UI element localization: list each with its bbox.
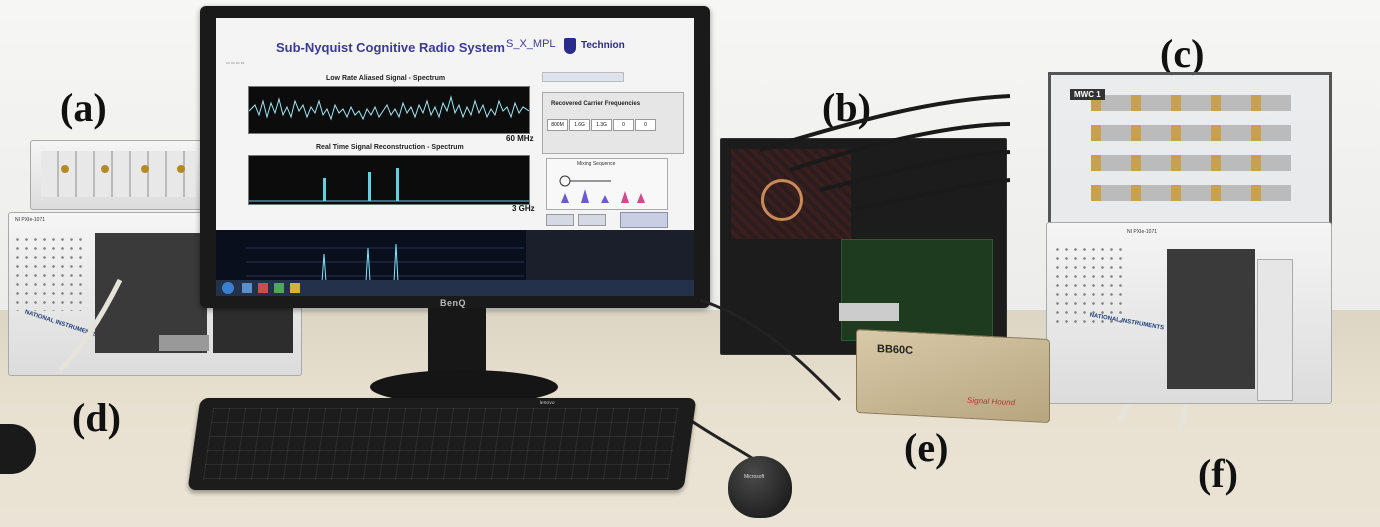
device-e-bb60c: BB60C Signal Hound (856, 328, 1050, 424)
app-window: Sub-Nyquist Cognitive Radio System S_X_M… (216, 18, 694, 230)
taskbar-app-icon[interactable] (274, 283, 284, 293)
app-tabs[interactable]: ▭ ▭ ▭ ▭ (226, 60, 245, 65)
taskbar-app-icon[interactable] (258, 283, 268, 293)
rcf-value: 0 (613, 119, 634, 131)
device-b-board (720, 138, 1007, 355)
rcf-value: 800M (547, 119, 568, 131)
mixing-sequence-diagram: Mixing Sequence (546, 158, 668, 210)
reconstruction-trace (249, 168, 529, 202)
windows-taskbar (216, 280, 694, 296)
panel1-max-freq: 60 MHz (506, 134, 534, 143)
label-a: (a) (60, 85, 107, 130)
keyboard: lenovo (187, 398, 697, 490)
analyzer-trace (246, 243, 524, 285)
keyboard-brand: lenovo (539, 400, 555, 406)
label-c: (c) (1160, 31, 1205, 76)
mixing-diagram-icon (559, 175, 645, 203)
status-field (542, 72, 624, 82)
smpl-logo: S_X_MPL (506, 38, 556, 50)
rcf-value: 1.6G (569, 119, 590, 131)
aliased-spectrum-plot (248, 86, 530, 134)
keyboard-keys (202, 408, 680, 480)
ni-model-right: NI PXIe-1071 (1127, 229, 1158, 235)
monitor-screen: Sub-Nyquist Cognitive Radio System S_X_M… (216, 18, 694, 296)
bb60c-model: BB60C (877, 343, 914, 357)
next-button[interactable] (578, 214, 606, 226)
ni-model-left: NI PXIe-1071 (15, 217, 46, 223)
technion-crest-icon (564, 38, 576, 54)
label-e: (e) (904, 425, 949, 470)
label-f: (f) (1198, 451, 1238, 496)
sampling-title: Mixing Sequence (577, 161, 616, 167)
run-button[interactable] (620, 212, 668, 228)
reconstruction-spectrum-plot (248, 155, 530, 205)
rcf-value: 0 (635, 119, 656, 131)
panel1-title: Low Rate Aliased Signal - Spectrum (326, 75, 446, 82)
monitor-stand-neck (428, 308, 486, 380)
bb60c-brand: Signal Hound (967, 395, 1016, 408)
rcf-value: 1.3G (591, 119, 612, 131)
taskbar-app-icon[interactable] (290, 283, 300, 293)
panel2-title: Real Time Signal Reconstruction - Spectr… (316, 144, 464, 151)
taskbar-app-icon[interactable] (242, 283, 252, 293)
recovered-carrier-panel: Recovered Carrier Frequencies 800M 1.6G … (542, 92, 684, 154)
ni-chassis-right: NI PXIe-1071 NATIONAL INSTRUMENTS (1046, 222, 1332, 404)
mouse: Microsoft (728, 456, 792, 518)
mwc-label: MWC 1 (1070, 89, 1105, 100)
prev-button[interactable] (546, 214, 574, 226)
app-title: Sub-Nyquist Cognitive Radio System (276, 40, 505, 55)
label-d: (d) (72, 395, 121, 440)
monitor-brand: BenQ (440, 298, 467, 308)
start-icon[interactable] (222, 282, 234, 294)
mouse-brand: Microsoft (744, 474, 765, 480)
rcf-title: Recovered Carrier Frequencies (551, 101, 641, 107)
technion-logo: Technion (581, 40, 625, 51)
vent-grille (1053, 245, 1123, 325)
panel2-max-freq: 3 GHz (512, 204, 535, 213)
aliased-spectrum-trace (248, 95, 530, 121)
vent-grille (13, 235, 83, 311)
